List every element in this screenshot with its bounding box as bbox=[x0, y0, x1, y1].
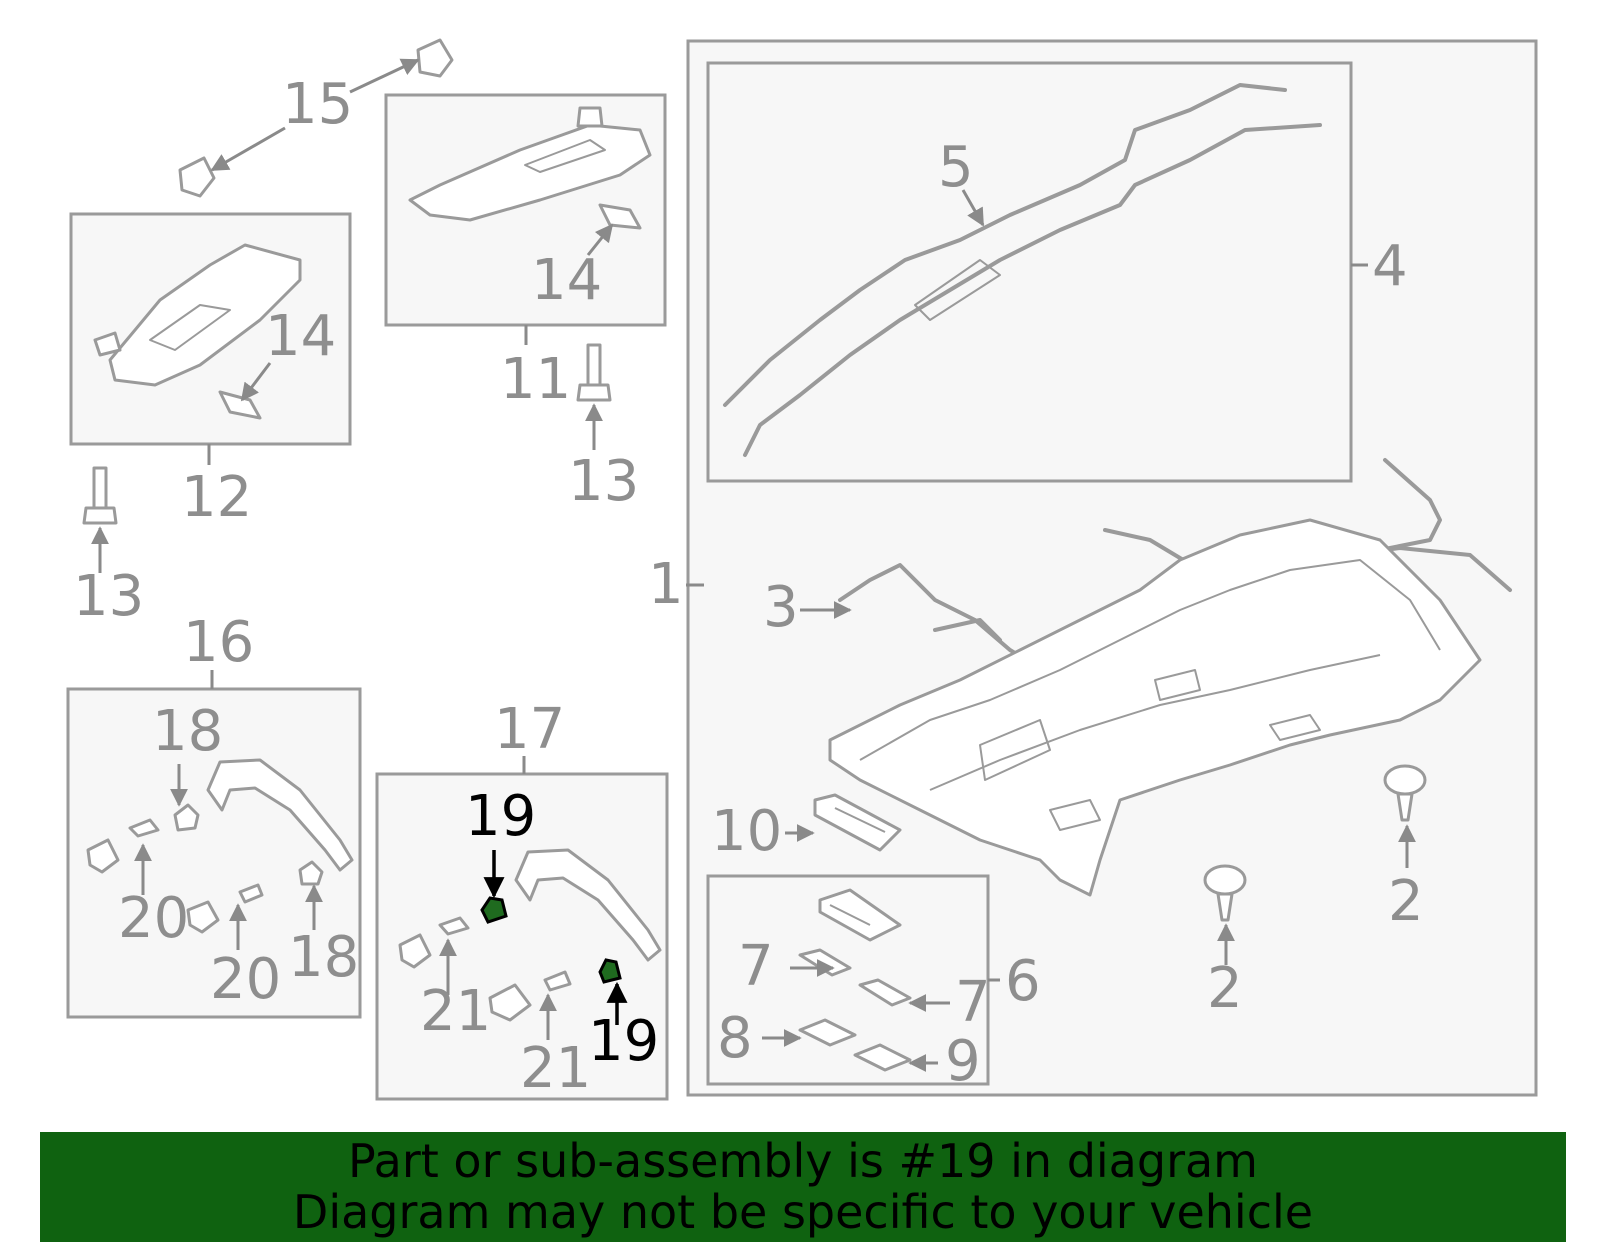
callout-13-right: 13 bbox=[568, 449, 639, 514]
callout-11: 11 bbox=[500, 347, 571, 412]
callout-14-left: 14 bbox=[265, 304, 336, 369]
callout-18-upper: 18 bbox=[152, 699, 223, 764]
banner-line-1: Part or sub-assembly is #19 in diagram bbox=[348, 1134, 1258, 1188]
box-wiring-harness bbox=[706, 61, 1353, 483]
callout-8: 8 bbox=[717, 1006, 753, 1071]
callout-9: 9 bbox=[945, 1029, 981, 1094]
sunvisor-right-part bbox=[408, 106, 652, 230]
callout-20-lower: 20 bbox=[210, 947, 281, 1012]
callout-2-right: 2 bbox=[1388, 869, 1424, 934]
headliner-part bbox=[828, 518, 1482, 897]
grab-handle-right-part bbox=[398, 848, 662, 1022]
callout-19-upper: 19 bbox=[465, 784, 536, 849]
sunvisor-left-part bbox=[93, 243, 302, 420]
callout-4: 4 bbox=[1372, 234, 1408, 299]
callout-2-center: 2 bbox=[1207, 956, 1243, 1021]
callout-18-lower: 18 bbox=[288, 925, 359, 990]
callout-3: 3 bbox=[763, 575, 799, 640]
callout-7-right: 7 bbox=[955, 970, 991, 1035]
callout-10: 10 bbox=[711, 799, 782, 864]
callout-5: 5 bbox=[938, 135, 974, 200]
retainer-clip-part bbox=[178, 38, 454, 198]
grab-handle-left-part bbox=[86, 758, 354, 934]
screw-part bbox=[82, 343, 612, 525]
callout-1: 1 bbox=[648, 552, 684, 617]
callout-21-right: 21 bbox=[520, 1036, 591, 1101]
callout-7-left: 7 bbox=[738, 934, 774, 999]
highlighted-clip-19-upper bbox=[480, 896, 508, 924]
callout-15: 15 bbox=[282, 72, 353, 137]
wiring-harness-part bbox=[723, 83, 1322, 457]
callout-6: 6 bbox=[1005, 949, 1041, 1014]
info-banner: Part or sub-assembly is #19 in diagram D… bbox=[40, 1132, 1566, 1242]
callout-13-left: 13 bbox=[73, 564, 144, 629]
banner-line-2: Diagram may not be specific to your vehi… bbox=[292, 1185, 1314, 1239]
callout-21-left: 21 bbox=[420, 979, 491, 1044]
box-grab-handle-right bbox=[375, 772, 669, 1101]
callout-17: 17 bbox=[494, 697, 565, 762]
box-grab-handle-left bbox=[66, 687, 362, 1019]
callout-14-right: 14 bbox=[531, 248, 602, 313]
push-clip-part bbox=[1203, 764, 1427, 922]
callout-19-lower: 19 bbox=[588, 1009, 659, 1074]
callout-16: 16 bbox=[183, 610, 254, 675]
callout-20-upper: 20 bbox=[118, 886, 189, 951]
map-lamp-part bbox=[813, 793, 902, 852]
leader-lines bbox=[91, 58, 1416, 1072]
callout-12: 12 bbox=[181, 465, 252, 530]
highlighted-clip-19-lower bbox=[598, 958, 622, 984]
